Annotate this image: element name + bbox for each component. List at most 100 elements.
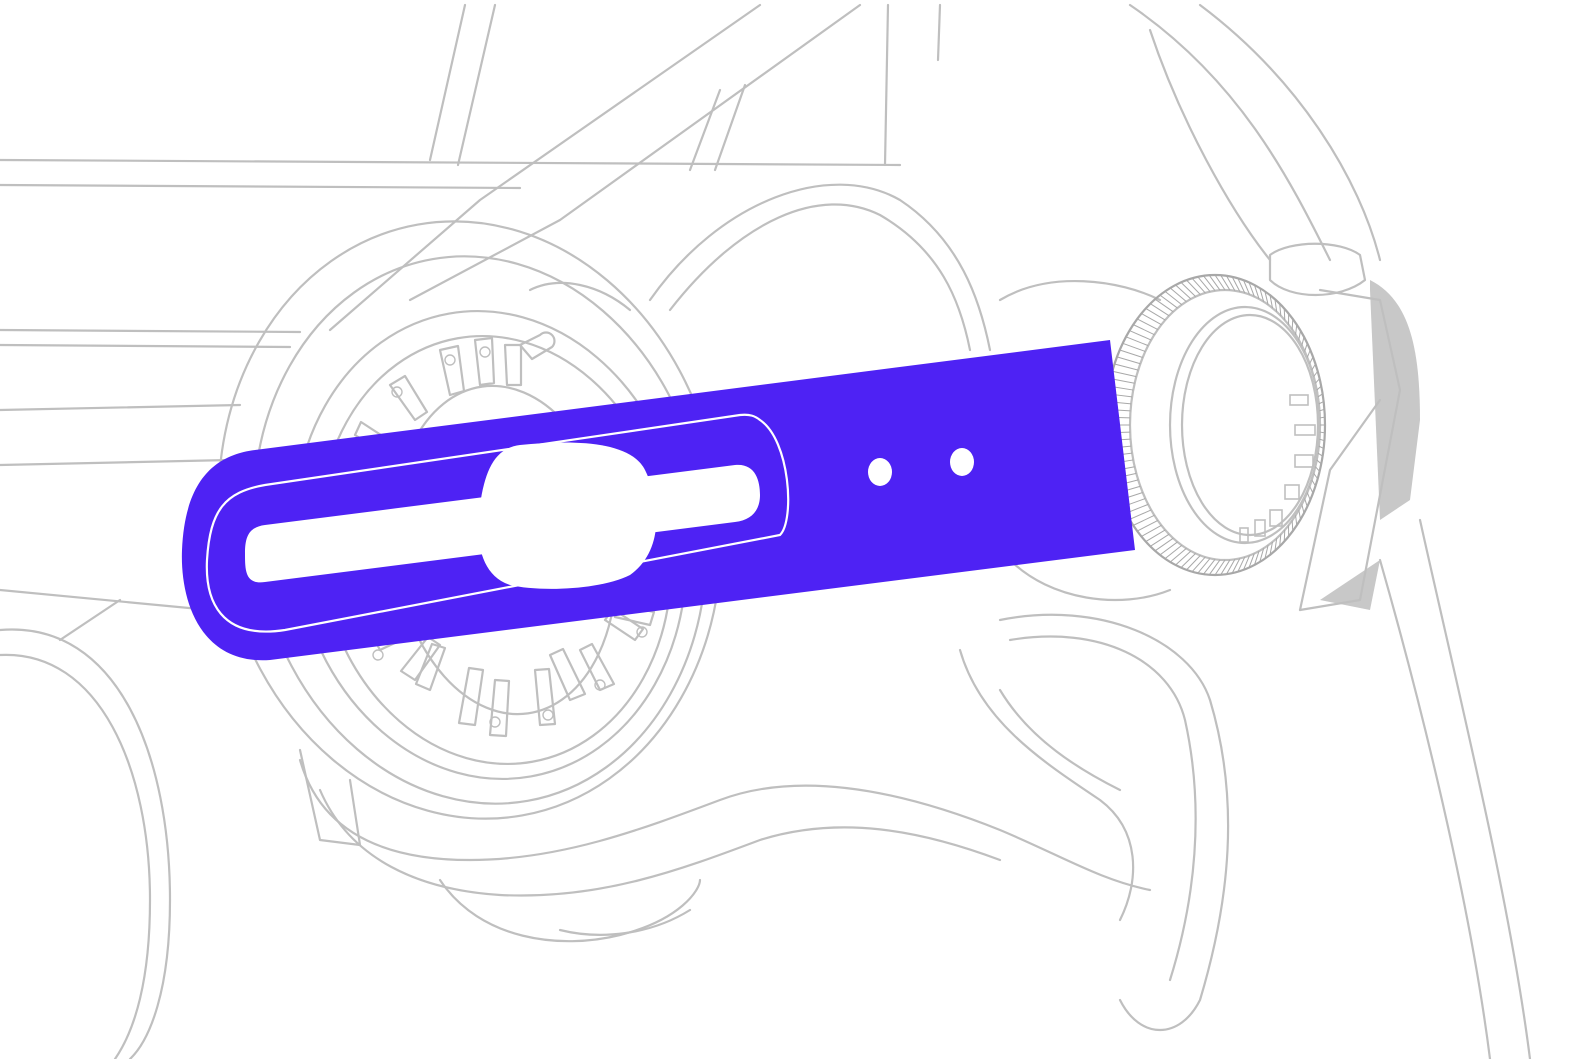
strap-hole: [868, 458, 892, 486]
knurl-line: [1243, 279, 1251, 295]
knurl-line: [1191, 556, 1206, 573]
knurl-line: [1220, 559, 1231, 576]
knurl-line: [1133, 324, 1155, 336]
knurl-line: [1259, 287, 1265, 302]
knurl-line: [1304, 343, 1308, 352]
knurl-line: [1237, 556, 1246, 572]
knurl-line: [1164, 544, 1183, 560]
knurl-line: [1318, 401, 1324, 405]
ratchet-knob-icon: [998, 242, 1420, 612]
knurl-line: [1114, 363, 1139, 371]
knurl-line: [1274, 299, 1278, 312]
strap-highlight-icon: [181, 340, 1135, 661]
knurl-line: [1283, 529, 1286, 542]
knurl-line: [1164, 290, 1183, 306]
knurl-line: [1141, 524, 1162, 537]
harness-loop: [298, 183, 1230, 1032]
knurl-line: [1274, 538, 1278, 551]
knurl-line: [1175, 550, 1192, 566]
knurl-line: [1319, 416, 1325, 419]
knurl-line: [1279, 303, 1282, 316]
knurl-line: [1145, 529, 1166, 543]
knurl-line: [1313, 473, 1319, 480]
knurl-line: [1301, 336, 1305, 346]
knurl-line: [1317, 452, 1323, 457]
knurl-line: [1298, 330, 1301, 341]
knurl-line: [1136, 318, 1159, 330]
knurl-line: [1269, 295, 1273, 309]
knurl-line: [1208, 559, 1221, 576]
knurl-line: [1150, 533, 1170, 547]
knurl-line: [1203, 275, 1216, 292]
knurl-line: [1141, 313, 1162, 326]
knurl-line: [1304, 498, 1308, 507]
knurl-line: [1226, 275, 1236, 291]
knurl-line: [1145, 307, 1166, 321]
knurl-line: [1319, 431, 1325, 434]
knurl-line: [1191, 277, 1206, 294]
knurl-line: [1129, 330, 1152, 341]
knurl-line: [1197, 276, 1211, 292]
knurl-line: [1136, 520, 1159, 532]
knurl-line: [1180, 281, 1196, 297]
strap-keyhole: [478, 442, 657, 589]
knurl-line: [1319, 438, 1325, 442]
knurl-line: [1186, 555, 1201, 571]
knurl-line: [1269, 541, 1273, 555]
knurl-line: [1180, 553, 1196, 569]
knurl-line: [1133, 514, 1155, 526]
knurl-line: [1317, 393, 1323, 398]
knurl-line: [1150, 303, 1170, 317]
knob-ticks: [1239, 394, 1316, 543]
knurl-line: [1306, 349, 1311, 358]
knurl-line: [1311, 479, 1316, 487]
knurl-line: [1264, 545, 1269, 559]
knurl-line: [1112, 370, 1137, 378]
knurl-line: [1186, 279, 1201, 295]
knurl-line: [1295, 515, 1298, 526]
knurl-line: [1313, 370, 1319, 377]
knurl-line: [1253, 550, 1260, 566]
knurl-line: [1314, 466, 1320, 472]
knurl-line: [1319, 408, 1325, 412]
knurl-line: [1253, 284, 1260, 300]
knurl-line: [1208, 274, 1221, 291]
knurl-line: [1248, 282, 1255, 297]
knurl-line: [1309, 356, 1314, 364]
knurl-line: [1231, 276, 1241, 292]
knurl-line: [1309, 486, 1314, 494]
hub-petals: [353, 336, 656, 738]
knurl-line: [1226, 559, 1236, 575]
knurl-line: [1316, 459, 1322, 465]
knurl-line: [1318, 445, 1324, 449]
knurl-line: [1197, 558, 1211, 574]
knurl-line: [1125, 336, 1149, 347]
knurl-line: [1220, 274, 1231, 291]
knurl-line: [1116, 356, 1141, 365]
knurl-line: [1119, 349, 1143, 358]
knurl-line: [1169, 547, 1187, 563]
knurl-line: [1259, 548, 1265, 563]
knurl-line: [1283, 308, 1286, 321]
knurl-line: [1295, 324, 1298, 335]
knurl-line: [1154, 537, 1174, 552]
knurl-line: [1214, 274, 1226, 291]
knurl-line: [1264, 291, 1269, 305]
knurl-line: [1314, 378, 1320, 384]
knurl-line: [1154, 298, 1174, 313]
knurl-line: [1122, 342, 1146, 352]
knurl-line: [1279, 534, 1282, 547]
knurl-line: [1159, 294, 1178, 309]
knurl-line: [1203, 558, 1216, 575]
knurl-line: [1291, 520, 1294, 532]
knurl-line: [1214, 559, 1226, 576]
knurl-line: [1175, 284, 1192, 300]
knurl-line: [1291, 318, 1294, 330]
knurl-line: [1231, 558, 1241, 574]
knurl-line: [1169, 287, 1187, 303]
knurl-line: [1316, 385, 1322, 391]
knurl-line: [1237, 278, 1246, 294]
knurl-line: [1248, 553, 1255, 568]
knurl-line: [1306, 492, 1311, 501]
